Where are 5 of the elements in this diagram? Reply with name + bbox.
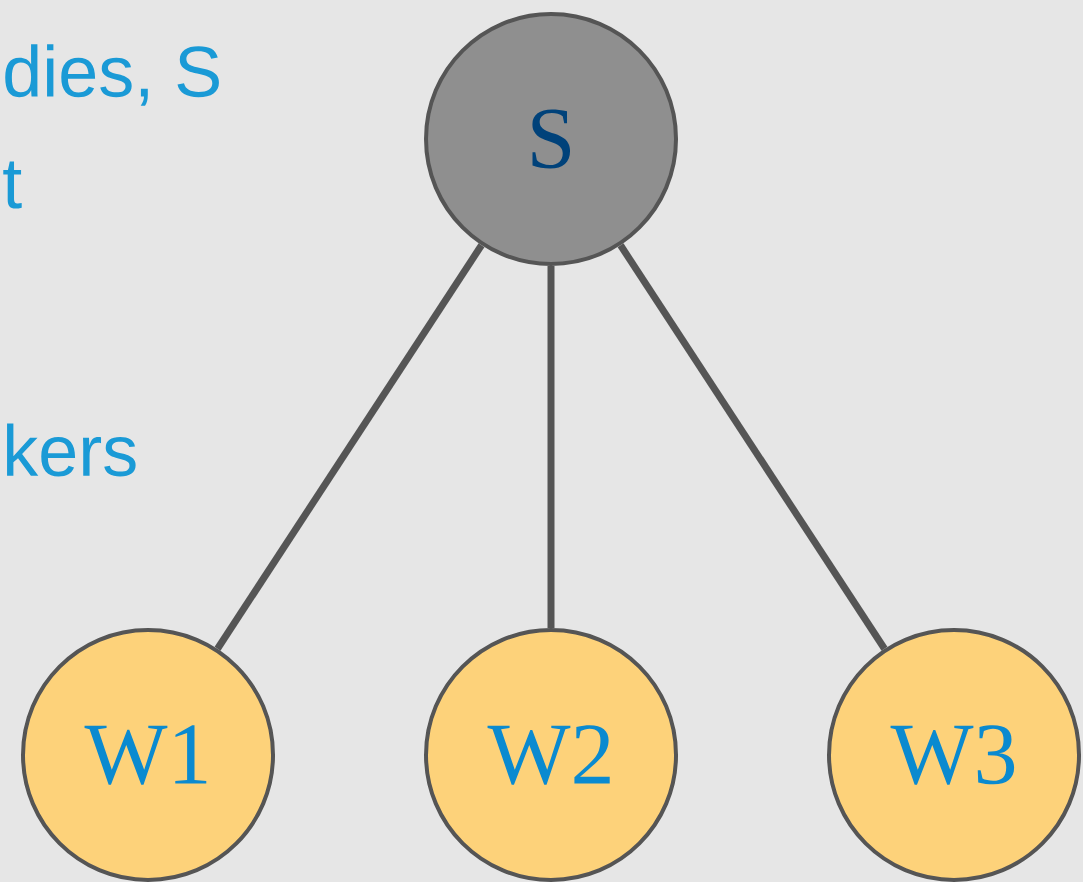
partial-text: dies, S	[5, 44, 219, 106]
partial-text: t	[3, 161, 22, 209]
connector-line	[617, 243, 888, 651]
connector-line	[214, 243, 485, 651]
partial-text: kers	[7, 423, 136, 477]
